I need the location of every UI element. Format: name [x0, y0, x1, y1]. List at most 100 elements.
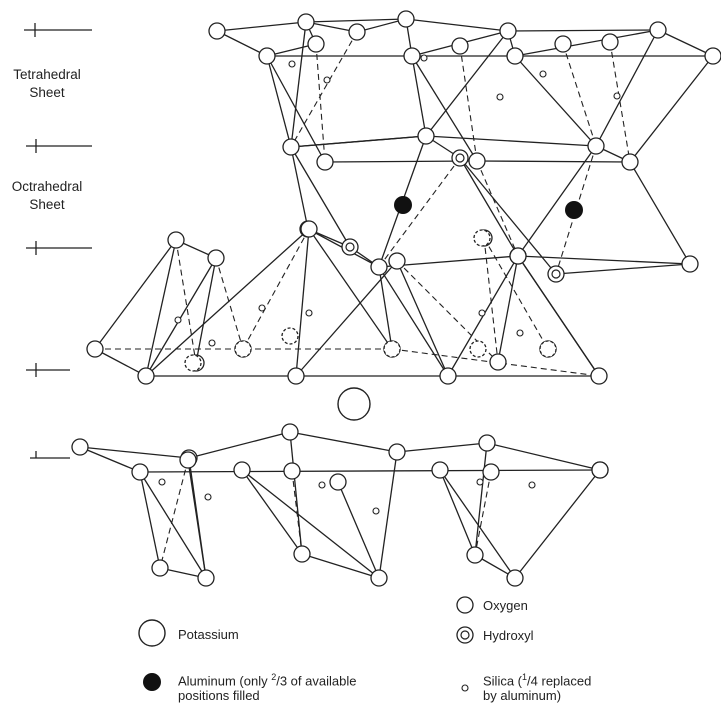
bond: [139, 471, 161, 569]
bond: [474, 442, 488, 556]
hidden-bond: [562, 43, 597, 147]
hydroxyl-inner: [551, 269, 561, 279]
legend-aluminum-post: /3 of available: [276, 673, 357, 689]
oxygen-atom: [300, 220, 318, 238]
oxygen-atom: [554, 35, 572, 53]
silica-atom: [516, 329, 524, 337]
oxygen-atom: [131, 463, 149, 481]
hidden-bond: [242, 228, 310, 350]
legend-silica-post: /4 replaced: [527, 673, 592, 689]
silica-atom: [420, 54, 428, 62]
bond: [290, 21, 307, 148]
silica-atom: [476, 478, 484, 486]
oxygen-atom: [417, 127, 435, 145]
hidden-bond: [378, 157, 461, 268]
hidden-bond: [290, 31, 358, 148]
bond: [188, 431, 291, 459]
oxygen-atom: [370, 569, 388, 587]
hidden-bond: [159, 459, 189, 569]
octahedral-label-line2: Sheet: [29, 197, 65, 212]
hydroxyl-inner: [455, 153, 465, 163]
bond: [514, 55, 597, 147]
bond: [378, 266, 393, 350]
hidden-bond: [175, 239, 197, 364]
silica-atom: [478, 309, 486, 317]
oxygen-atom: [208, 22, 226, 40]
bond: [324, 160, 478, 163]
hidden-bond: [483, 237, 549, 350]
hydroxyl-inner: [345, 242, 355, 252]
bond: [396, 442, 488, 453]
legend-hydroxyl: Hydroxyl: [483, 628, 534, 643]
bond: [425, 30, 509, 137]
oxygen-atom: [283, 462, 301, 480]
legend-oxygen-text: Oxygen: [483, 598, 528, 613]
legend-symbols: [138, 596, 474, 692]
oxygen-atom: [388, 443, 406, 461]
bond: [295, 260, 398, 377]
bond: [94, 348, 147, 377]
oxygen-atom: [287, 367, 305, 385]
oxygen-atom: [151, 559, 169, 577]
oxygen-atom: [506, 47, 524, 65]
oxygen-atom: [482, 463, 500, 481]
bond: [411, 55, 427, 137]
legend-aluminum-pre: Aluminum (only: [178, 673, 272, 689]
bond: [79, 446, 141, 473]
oxygen-atom: [451, 37, 469, 55]
bond: [476, 160, 631, 163]
silica-atom: [323, 76, 331, 84]
silica-atom: [258, 304, 266, 312]
bond: [308, 228, 393, 350]
silica-atom: [158, 478, 166, 486]
oxygen-atom: [397, 10, 415, 28]
oxygen-atom: [281, 423, 299, 441]
silica-legend-symbol: [461, 684, 469, 692]
oxygen-atom: [383, 340, 401, 358]
bond: [289, 431, 398, 453]
oxygen-atom: [681, 255, 699, 273]
bond: [459, 157, 519, 257]
oxygen-atom: [499, 22, 517, 40]
oxygen-atom: [587, 137, 605, 155]
oxygen-atom: [704, 47, 721, 65]
oxygen-atom: [468, 152, 486, 170]
bond: [378, 451, 398, 579]
bond: [195, 257, 217, 364]
legend-potassium: Potassium: [178, 627, 239, 642]
bond: [337, 481, 380, 579]
oxygen-atom: [86, 340, 104, 358]
hidden-bond: [215, 257, 244, 350]
bond: [139, 471, 207, 579]
bond: [79, 446, 190, 459]
oxygen-atom: [469, 340, 487, 358]
tetrahedral-label-line1: Tetrahedral: [13, 67, 81, 82]
bond: [216, 30, 268, 57]
hidden-bond-lines: [95, 31, 631, 569]
hidden-bond: [396, 260, 499, 363]
bond: [439, 469, 476, 556]
oxygen-atom: [509, 247, 527, 265]
bond: [188, 457, 207, 579]
bond: [145, 257, 217, 377]
bond: [459, 157, 557, 275]
bond: [595, 29, 659, 147]
bond: [305, 18, 407, 23]
oxygen-atom: [473, 229, 491, 247]
oxygen-atom: [403, 47, 421, 65]
oxygen-atom: [307, 35, 325, 53]
bond: [305, 21, 358, 33]
bond: [139, 469, 601, 473]
legend-potassium-text: Potassium: [178, 627, 239, 642]
bond: [405, 18, 509, 32]
bond: [411, 55, 478, 162]
tetrahedral-sheet-label: Tetrahedral Sheet: [4, 66, 90, 102]
silica-atom: [204, 493, 212, 501]
atoms: [71, 10, 721, 587]
oxygen-atom: [388, 252, 406, 270]
bond: [507, 29, 659, 32]
oxygen-atom: [184, 354, 202, 372]
oxygen-atom: [137, 367, 155, 385]
bond: [301, 553, 380, 579]
bond: [290, 146, 351, 248]
